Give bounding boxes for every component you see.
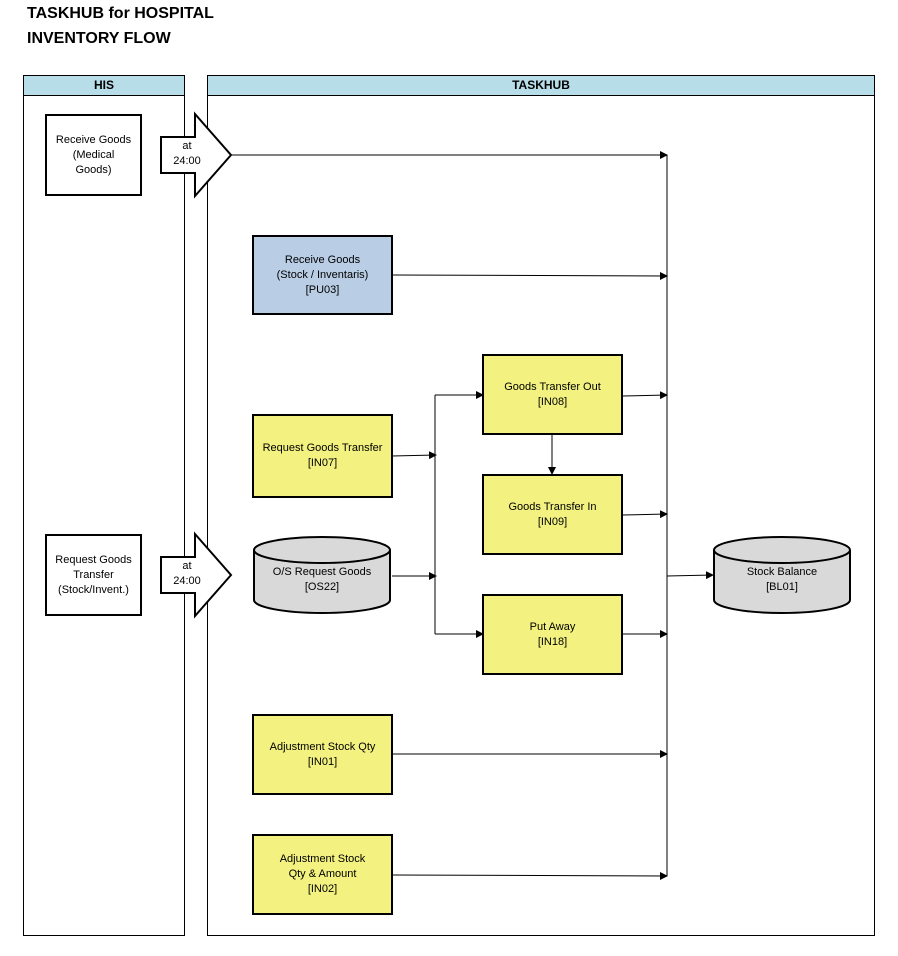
arrow-collector-to-bl01 — [666, 571, 714, 580]
trigger-bottom-line2: 24:00 — [173, 575, 201, 587]
task-in18-code: [IN18] — [537, 635, 568, 648]
trigger-top-line2: 24:00 — [173, 155, 201, 167]
task-in18: Put Away [IN18] — [482, 594, 623, 675]
task-in08: Goods Transfer Out [IN08] — [482, 354, 623, 435]
trigger-label-top: at 24:00 — [163, 139, 211, 169]
task-in07-line1: Request Goods Transfer — [262, 442, 383, 454]
task-in08-code: [IN08] — [537, 395, 568, 408]
task-in02-line1: Adjustment Stock — [279, 853, 366, 865]
datastore-os22 — [253, 536, 391, 614]
task-in02-code: [IN02] — [307, 883, 338, 895]
task-pu03: Receive Goods (Stock / Inventaris) [PU03… — [252, 235, 393, 315]
bl01-code: [BL01] — [766, 581, 798, 593]
task-in01-line1: Adjustment Stock Qty — [269, 740, 376, 753]
task-in07-code: [IN07] — [307, 457, 338, 469]
task-in02-line2: Qty & Amount — [288, 868, 357, 880]
bl01-line1: Stock Balance — [746, 566, 818, 578]
trigger-bottom-line1: at — [182, 560, 192, 572]
his-request-line1: Request Goods — [55, 553, 132, 566]
trigger-arrow-bottom — [160, 531, 233, 619]
task-in07: Request Goods Transfer [IN07] — [252, 414, 393, 498]
task-in18-line1: Put Away — [529, 620, 576, 633]
task-pu03-line1: Receive Goods — [284, 253, 361, 266]
his-lane: HIS — [23, 75, 185, 936]
his-request-goods-box: Request Goods Transfer (Stock/Invent.) — [45, 534, 142, 616]
datastore-bl01 — [713, 536, 851, 614]
his-receive-line3: Goods) — [75, 163, 112, 176]
taskhub-lane: TASKHUB — [207, 75, 875, 936]
taskhub-lane-header: TASKHUB — [208, 76, 874, 96]
os22-code: [OS22] — [304, 581, 340, 593]
arrow-in09-to-collector — [621, 510, 668, 519]
his-request-line3: (Stock/Invent.) — [58, 583, 129, 596]
trigger-top-line1: at — [182, 140, 192, 152]
his-receive-line2: (Medical — [72, 148, 115, 161]
trigger-label-bottom: at 24:00 — [163, 559, 211, 589]
task-in09: Goods Transfer In [IN09] — [482, 474, 623, 555]
task-pu03-code: [PU03] — [305, 283, 340, 296]
datastore-bl01-label: Stock Balance [BL01] — [714, 565, 850, 595]
task-in01: Adjustment Stock Qty [IN01] — [252, 714, 393, 795]
arrow-in08-to-collector — [621, 391, 668, 400]
os22-line1: O/S Request Goods — [272, 566, 372, 578]
task-in01-code: [IN01] — [307, 755, 338, 768]
trigger-arrow-top — [160, 111, 233, 199]
task-in09-code: [IN09] — [537, 515, 568, 528]
his-receive-line1: Receive Goods — [55, 133, 132, 146]
diagram-title-line2: INVENTORY FLOW — [27, 30, 171, 47]
task-pu03-line2: (Stock / Inventaris) — [276, 268, 369, 281]
his-request-line2: Transfer — [73, 568, 114, 581]
task-in09-line1: Goods Transfer In — [508, 500, 597, 513]
task-in02: Adjustment Stock Qty & Amount [IN02] — [252, 834, 393, 915]
arrow-in07-to-junction — [391, 451, 437, 460]
diagram-title-line1: TASKHUB for HOSPITAL — [27, 5, 214, 22]
his-lane-header: HIS — [24, 76, 184, 96]
datastore-os22-label: O/S Request Goods [OS22] — [254, 565, 390, 595]
arrow-pu03-to-collector — [391, 271, 668, 280]
arrow-in02-to-collector — [391, 871, 668, 880]
his-receive-goods-box: Receive Goods (Medical Goods) — [45, 114, 142, 196]
task-in08-line1: Goods Transfer Out — [504, 380, 601, 393]
